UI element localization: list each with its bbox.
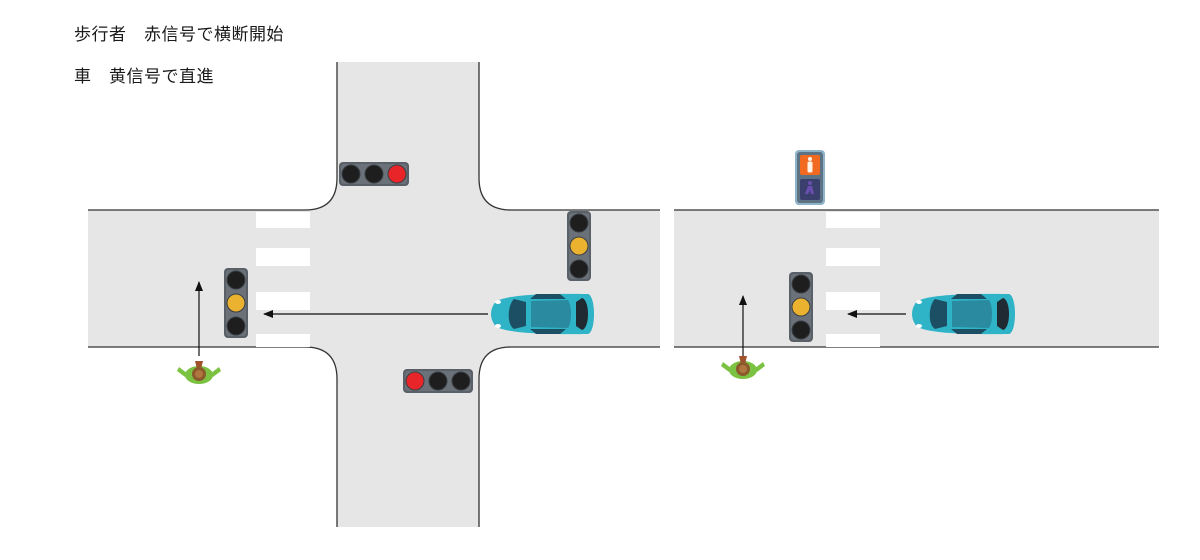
traffic-light-vehicle xyxy=(789,272,813,342)
signal-lamp-yellow xyxy=(569,236,589,256)
traffic-light-north xyxy=(339,162,409,186)
signal-lamp-red xyxy=(405,371,425,391)
signal-lamp-red xyxy=(791,274,811,294)
pedestrian-icon xyxy=(177,361,221,384)
caption-car: 車 黄信号で直進 xyxy=(74,67,214,87)
crosswalk-right xyxy=(826,212,880,347)
caption-pedestrian: 歩行者 赤信号で横断開始 xyxy=(74,25,284,45)
signal-lamp-yellow xyxy=(364,164,384,184)
crosswalk-scene xyxy=(674,150,1159,379)
signal-lamp-green xyxy=(341,164,361,184)
intersection xyxy=(88,62,660,527)
signal-lamp-yellow xyxy=(226,293,246,313)
traffic-light-east xyxy=(567,211,591,281)
signal-lamp-red xyxy=(387,164,407,184)
signal-lamp-yellow xyxy=(791,297,811,317)
signal-lamp-green xyxy=(451,371,471,391)
pedestrian-signal-icon xyxy=(795,150,825,205)
signal-lamp-green xyxy=(569,259,589,279)
traffic-light-west xyxy=(224,268,248,338)
blue-car-icon xyxy=(491,293,594,335)
crosswalk-left xyxy=(256,212,310,347)
signal-lamp-green xyxy=(226,316,246,336)
signal-lamp-red xyxy=(569,213,589,233)
signal-lamp-yellow xyxy=(428,371,448,391)
curb-lines xyxy=(88,62,660,527)
traffic-light-south xyxy=(403,369,473,393)
signal-lamp-red xyxy=(226,270,246,290)
signal-lamp-green xyxy=(791,320,811,340)
vertical-road xyxy=(337,62,479,527)
pedestrian-icon-right xyxy=(721,356,765,379)
blue-car-icon-right xyxy=(912,293,1015,335)
